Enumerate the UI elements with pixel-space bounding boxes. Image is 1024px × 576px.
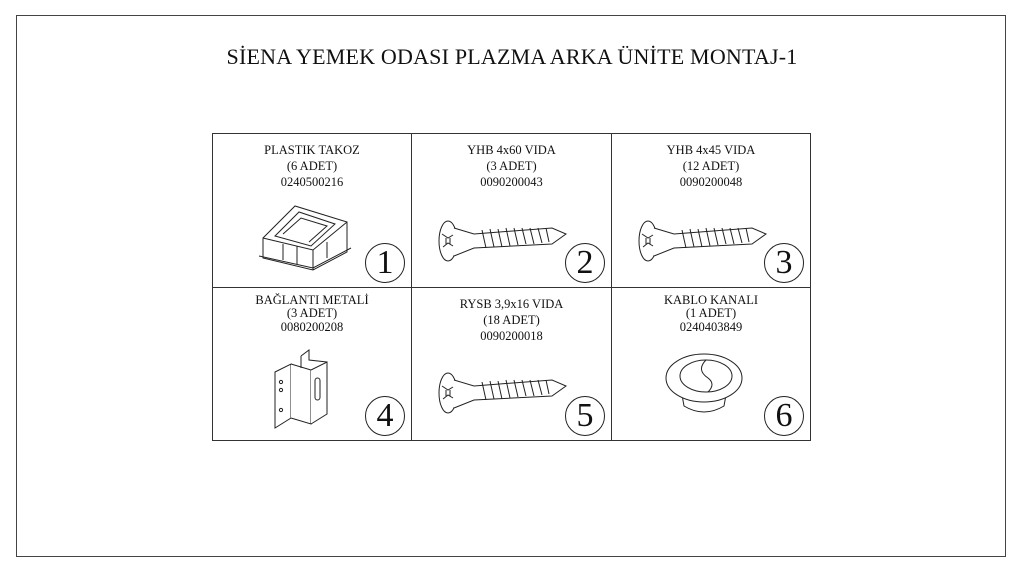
part-number-badge: 2	[565, 243, 605, 283]
part-number-badge: 4	[365, 396, 405, 436]
part-qty: (1 ADET)	[685, 306, 737, 320]
page-title: SİENA YEMEK ODASI PLAZMA ARKA ÜNİTE MONT…	[226, 44, 798, 69]
plastic-block-icon	[258, 205, 352, 271]
part-cell-metal-bracket: BAĞLANTI METALİ (3 ADET) 0080200208 4	[213, 288, 412, 440]
part-qty: (12 ADET)	[682, 159, 740, 173]
part-code: 0240403849	[679, 320, 743, 334]
cable-grommet-icon	[665, 353, 743, 413]
part-number-badge: 1	[365, 243, 405, 283]
screw-icon	[638, 220, 767, 262]
part-name: YHB 4x45 VIDA	[666, 143, 756, 157]
part-name: YHB 4x60 VIDA	[467, 143, 556, 157]
metal-bracket-icon	[274, 349, 328, 429]
part-code: 0090200018	[480, 329, 543, 343]
part-cell-plastic-block: PLASTIK TAKOZ (6 ADET) 0240500216 1	[213, 134, 412, 288]
part-code: 0090200043	[480, 175, 543, 189]
part-name: RYSB 3,9x16 VIDA	[459, 297, 564, 311]
part-qty: (3 ADET)	[286, 306, 338, 320]
part-code: 0240500216	[280, 175, 344, 189]
screw-icon	[438, 220, 567, 262]
screw-icon	[438, 372, 567, 414]
parts-table: PLASTIK TAKOZ (6 ADET) 0240500216 1 YHB …	[212, 133, 811, 441]
part-code: 0080200208	[280, 320, 344, 334]
part-cell-screw-4x60: YHB 4x60 VIDA (3 ADET) 0090200043 2	[412, 134, 612, 288]
part-name: KABLO KANALI	[663, 293, 759, 307]
part-number-badge: 3	[764, 243, 804, 283]
part-number-badge: 6	[764, 396, 804, 436]
part-cell-screw-4x45: YHB 4x45 VIDA (12 ADET) 0090200048 3	[612, 134, 810, 288]
part-number-badge: 5	[565, 396, 605, 436]
part-cell-screw-3-9x16: RYSB 3,9x16 VIDA (18 ADET) 0090200018 5	[412, 288, 612, 440]
page-frame	[16, 15, 1006, 557]
part-name: PLASTIK TAKOZ	[264, 143, 360, 157]
part-cell-cable-grommet: KABLO KANALI (1 ADET) 0240403849 6	[612, 288, 810, 440]
part-qty: (18 ADET)	[483, 313, 540, 327]
part-code: 0090200048	[679, 175, 743, 189]
part-qty: (3 ADET)	[486, 159, 537, 173]
part-name: BAĞLANTI METALİ	[255, 293, 369, 307]
part-qty: (6 ADET)	[286, 159, 338, 173]
